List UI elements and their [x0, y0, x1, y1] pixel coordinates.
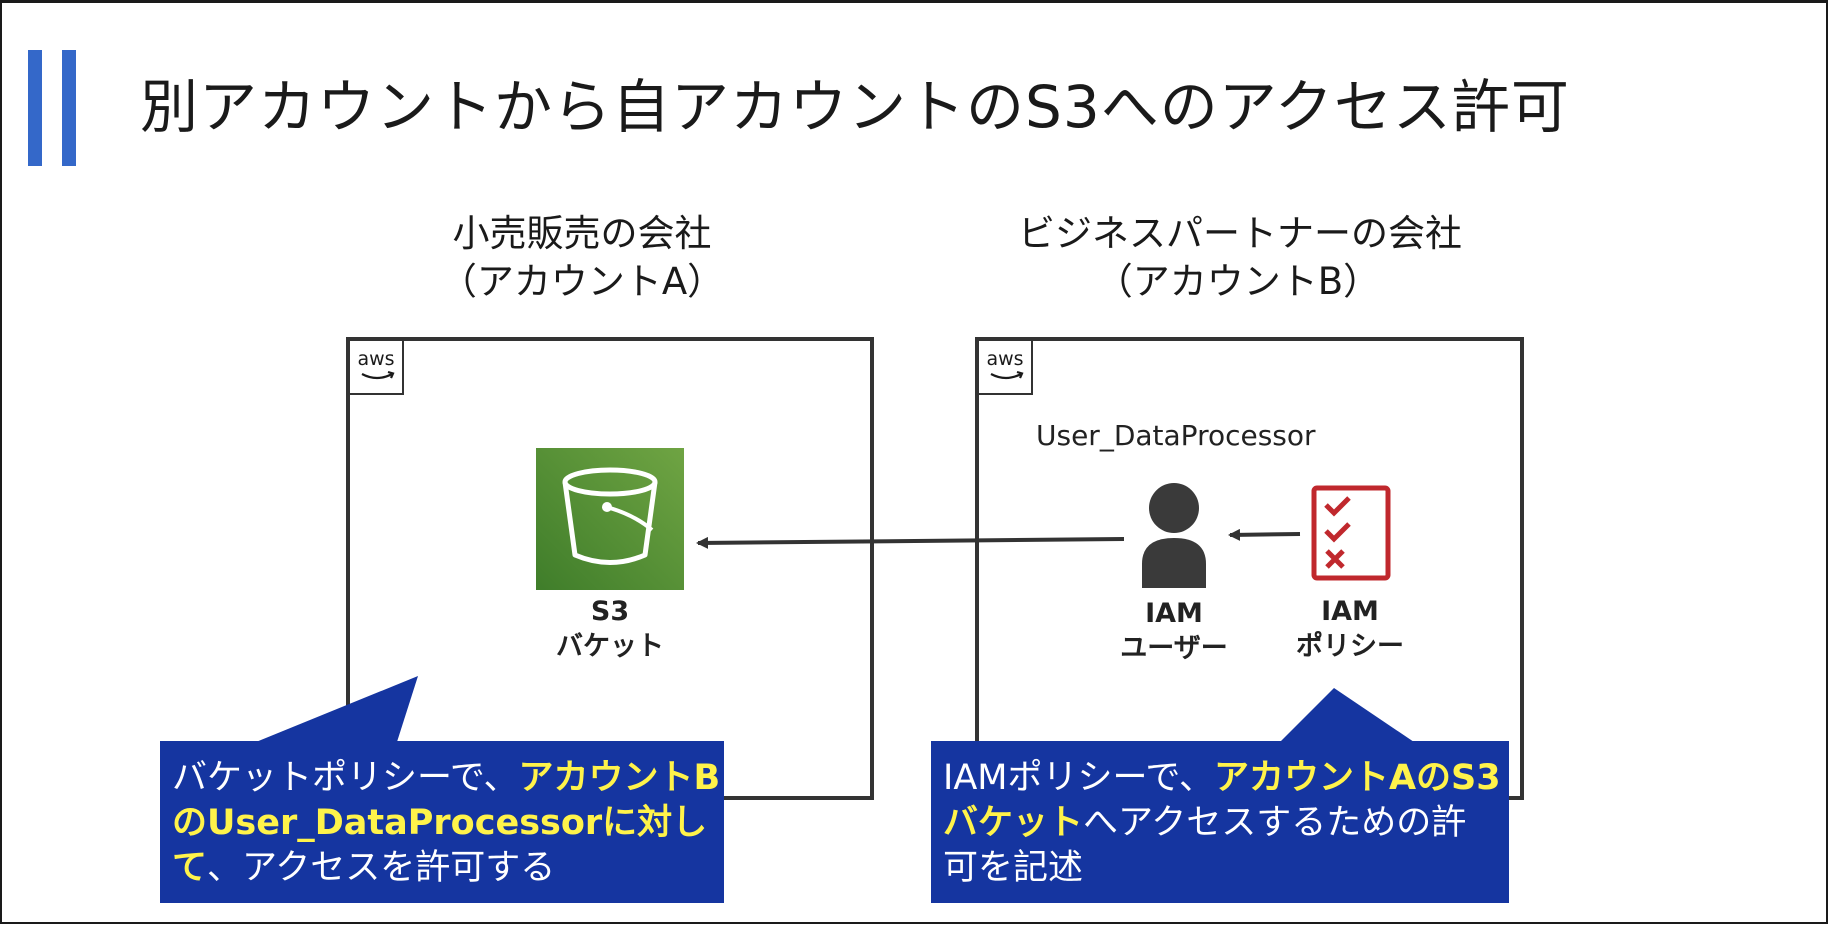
account-a-company-name: 小売販売の会社 [452, 212, 712, 255]
callout-right-text: 可を記述 [943, 848, 1084, 888]
aws-smile-icon [990, 370, 1024, 380]
callout-left-highlight: のUser_DataProcessorに対し [172, 803, 708, 843]
iam-user-name: User_DataProcessor [1036, 419, 1316, 452]
title-accent-bar [28, 50, 42, 166]
aws-logo-text: aws [357, 348, 395, 370]
s3-label-line2: バケット [556, 631, 664, 662]
aws-logo-icon: aws [979, 341, 1033, 395]
policy-checklist-icon [1311, 485, 1391, 581]
s3-bucket-icon [536, 448, 684, 590]
user-icon [1142, 483, 1206, 588]
callout-left-highlight: て [172, 848, 208, 888]
callout-left-line3: て、アクセスを許可する [172, 846, 724, 891]
iam-user-label: IAM ユーザー [1100, 596, 1248, 666]
aws-smile-icon [361, 370, 395, 380]
iam-policy-label-line1: IAM [1321, 596, 1379, 627]
callout-right-line3: 可を記述 [943, 846, 1509, 891]
bucket-icon [562, 467, 658, 565]
callout-left-line2: のUser_DataProcessorに対し [172, 801, 724, 846]
s3-bucket-label: S3 バケット [540, 594, 680, 664]
account-b-company-name: ビジネスパートナーの会社 [1018, 212, 1462, 255]
callout-right-text: へアクセスするための許 [1083, 803, 1467, 843]
callout-left-highlight: アカウントB [518, 758, 721, 798]
s3-label-line1: S3 [590, 596, 630, 627]
callout-left-text: バケットポリシーで、 [172, 758, 519, 798]
iam-user-label-line2: ユーザー [1120, 633, 1228, 664]
callout-left: バケットポリシーで、アカウントB のUser_DataProcessorに対し … [160, 741, 724, 903]
iam-policy-label: IAM ポリシー [1276, 594, 1424, 664]
iam-user-label-line1: IAM [1145, 598, 1203, 629]
callout-right-line2: バケットへアクセスするための許 [943, 801, 1509, 846]
policy-attach-arrow [1228, 528, 1301, 541]
callout-right: IAMポリシーで、アカウントAのS3 バケットへアクセスするための許 可を記述 [931, 741, 1509, 903]
callout-right-highlight: バケット [943, 803, 1084, 843]
account-b-box: aws [975, 337, 1524, 800]
callout-left-text: 、アクセスを許可する [207, 848, 556, 888]
callout-left-line1: バケットポリシーで、アカウントB [172, 756, 724, 801]
callout-left-pointer [256, 676, 418, 745]
callout-right-text: IAMポリシーで、 [943, 758, 1214, 798]
account-a-company: 小売販売の会社 （アカウントA） [432, 210, 732, 306]
slide-title: 別アカウントから自アカウントのS3へのアクセス許可 [140, 73, 1570, 141]
aws-logo-icon: aws [350, 341, 404, 395]
iam-policy-label-line2: ポリシー [1296, 631, 1404, 662]
callout-right-pointer [1280, 688, 1414, 742]
aws-logo-text: aws [986, 348, 1024, 370]
account-b-company: ビジネスパートナーの会社 （アカウントB） [1018, 210, 1462, 306]
access-arrow [696, 536, 1125, 549]
account-a-label: （アカウントA） [439, 260, 725, 303]
account-b-label: （アカウントB） [1095, 260, 1381, 303]
title-accent-bar [62, 50, 76, 166]
callout-right-line1: IAMポリシーで、アカウントAのS3 [943, 756, 1509, 801]
callout-right-highlight: アカウントAのS3 [1213, 758, 1501, 798]
